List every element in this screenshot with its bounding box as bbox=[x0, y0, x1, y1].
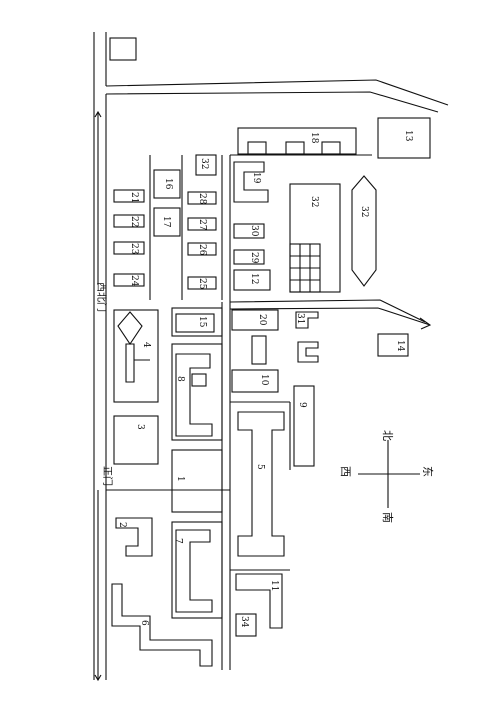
label-27: 27 bbox=[197, 219, 207, 231]
gate-label-main: 正门 bbox=[101, 466, 114, 486]
label-26: 26 bbox=[197, 244, 207, 256]
building-17 bbox=[153, 207, 181, 237]
building-1 bbox=[171, 449, 223, 513]
building-21 bbox=[113, 189, 145, 203]
label-3: 3 bbox=[135, 424, 145, 430]
building-18-notch-c bbox=[321, 141, 341, 155]
building-11 bbox=[235, 573, 283, 629]
building-8-annex bbox=[191, 373, 207, 387]
label-11: 11 bbox=[269, 580, 279, 591]
label-1: 1 bbox=[175, 476, 185, 482]
compass-rose bbox=[358, 440, 420, 508]
label-22: 22 bbox=[129, 216, 139, 227]
building-top-box bbox=[109, 37, 137, 61]
building-6 bbox=[111, 583, 213, 667]
building-20 bbox=[231, 309, 279, 331]
label-16: 16 bbox=[163, 178, 173, 190]
sports-field-32 bbox=[351, 175, 377, 287]
compass-south-label: 南 bbox=[381, 512, 394, 523]
road-arrow-head-top bbox=[94, 110, 102, 118]
label-8: 8 bbox=[175, 376, 185, 382]
building-14 bbox=[377, 333, 409, 357]
building-12 bbox=[233, 269, 271, 291]
building-25 bbox=[187, 276, 217, 290]
label-21: 21 bbox=[129, 192, 139, 203]
label-29: 29 bbox=[249, 252, 259, 264]
building-31 bbox=[295, 311, 319, 329]
building-3 bbox=[113, 415, 159, 465]
building-15-site bbox=[171, 307, 223, 337]
building-labels: 13 18 32 16 19 32 32 21 22 23 24 17 28 2… bbox=[117, 130, 413, 628]
label-18: 18 bbox=[309, 132, 319, 144]
buildings bbox=[109, 37, 431, 667]
road-arrow-head-bottom bbox=[94, 674, 102, 682]
label-34: 34 bbox=[239, 616, 249, 628]
label-4: 4 bbox=[141, 342, 151, 348]
building-29 bbox=[233, 249, 265, 265]
north-road-upper bbox=[105, 79, 449, 106]
middle-road-lower bbox=[229, 307, 431, 326]
building-22 bbox=[113, 214, 145, 228]
label-23: 23 bbox=[129, 243, 139, 255]
compass-east-label: 东 bbox=[421, 466, 434, 477]
building-23 bbox=[113, 241, 145, 255]
building-2 bbox=[115, 517, 153, 557]
label-32-field: 32 bbox=[359, 206, 369, 217]
label-25: 25 bbox=[197, 278, 207, 290]
building-33 bbox=[195, 154, 217, 176]
building-15 bbox=[175, 313, 215, 333]
label-32-block: 32 bbox=[309, 196, 319, 207]
label-6: 6 bbox=[139, 620, 149, 626]
label-5: 5 bbox=[255, 464, 265, 470]
gate-label-west-north: 西北门 bbox=[95, 282, 108, 312]
label-15: 15 bbox=[197, 316, 207, 328]
building-30 bbox=[233, 223, 265, 239]
label-20: 20 bbox=[257, 314, 267, 326]
building-10-small bbox=[251, 335, 267, 365]
building-26 bbox=[187, 242, 217, 256]
compass-west-label: 西 bbox=[339, 466, 352, 477]
label-30: 30 bbox=[249, 225, 259, 237]
label-2: 2 bbox=[117, 522, 127, 528]
label-33: 32 bbox=[199, 158, 209, 169]
label-19: 19 bbox=[251, 172, 261, 184]
building-18 bbox=[237, 127, 357, 155]
building-27 bbox=[187, 217, 217, 231]
north-road-lower bbox=[105, 91, 439, 113]
building-8-site bbox=[171, 343, 223, 441]
building-4-site bbox=[113, 309, 159, 403]
compass-north-label: 北 bbox=[381, 430, 394, 441]
building-7 bbox=[175, 529, 213, 613]
building-4-rotunda bbox=[117, 311, 143, 345]
building-9 bbox=[293, 385, 315, 467]
label-14: 14 bbox=[395, 340, 405, 352]
building-18-notch-a bbox=[247, 141, 267, 155]
building-7-site bbox=[171, 521, 223, 619]
building-13 bbox=[377, 117, 431, 159]
building-34 bbox=[235, 613, 257, 637]
label-9: 9 bbox=[297, 402, 307, 408]
label-28: 28 bbox=[197, 193, 207, 205]
building-28 bbox=[187, 191, 217, 205]
building-10 bbox=[231, 369, 279, 393]
building-19 bbox=[233, 161, 269, 203]
label-13: 13 bbox=[403, 130, 413, 142]
building-16 bbox=[153, 169, 181, 199]
label-31: 31 bbox=[295, 313, 305, 324]
building-31-annex bbox=[297, 341, 319, 363]
building-4 bbox=[125, 343, 150, 383]
label-24: 24 bbox=[129, 275, 139, 287]
middle-road-arrow bbox=[419, 317, 432, 330]
label-10: 10 bbox=[259, 374, 269, 386]
label-12: 12 bbox=[249, 273, 259, 284]
building-24 bbox=[113, 273, 145, 287]
building-8 bbox=[175, 353, 213, 437]
label-17: 17 bbox=[161, 216, 171, 228]
label-7: 7 bbox=[173, 538, 183, 544]
middle-road-upper bbox=[229, 299, 426, 323]
building-18-notch-b bbox=[285, 141, 305, 155]
building-5 bbox=[237, 411, 285, 557]
